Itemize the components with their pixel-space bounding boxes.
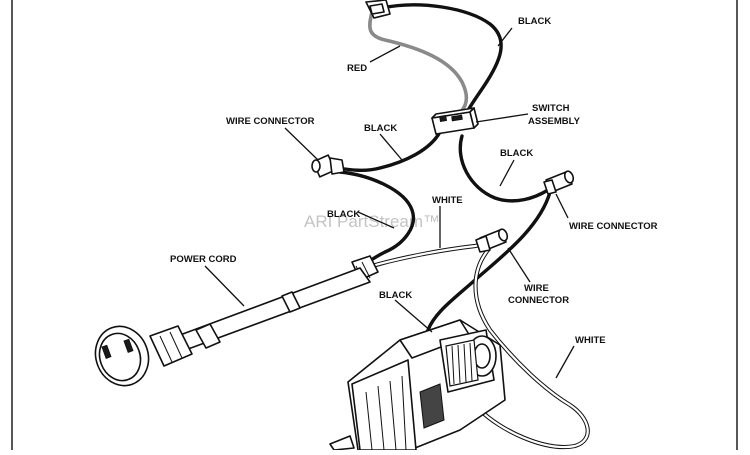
black-wire-switch-to-right-connector — [458, 134, 550, 203]
label-white-lower: WHITE — [575, 335, 606, 346]
red-wire — [368, 10, 469, 116]
motor-assembly — [329, 319, 506, 451]
leader-wire-connector-left — [284, 127, 319, 161]
label-power-cord: POWER CORD — [170, 254, 237, 265]
label-switch-2: ASSEMBLY — [528, 116, 581, 127]
white-wire-top — [370, 238, 494, 268]
leader-red — [369, 45, 401, 63]
white-wire-lower — [474, 248, 589, 449]
label-black-upper-mid: BLACK — [364, 123, 397, 134]
leader-wire-connector-right — [555, 193, 569, 219]
leader-black-lower — [394, 299, 433, 333]
leader-black-upper-mid — [379, 133, 403, 161]
leader-switch-assembly — [475, 113, 529, 123]
top-terminal-plug — [365, 0, 391, 19]
label-black-lower: BLACK — [379, 290, 412, 301]
wire-connector-right — [543, 170, 575, 195]
label-wire-connector-left: WIRE CONNECTOR — [226, 116, 315, 127]
label-black-right: BLACK — [500, 148, 533, 159]
label-white-top: WHITE — [432, 195, 463, 206]
label-wire-connector-mid-1: WIRE — [524, 283, 549, 294]
leader-white-lower — [555, 345, 575, 379]
leader-power-cord — [204, 265, 245, 307]
wire-connector-mid — [475, 228, 509, 253]
wire-connector-left — [311, 154, 345, 178]
black-wire-switch-to-left-connector — [336, 130, 442, 172]
label-wire-connector-right: WIRE CONNECTOR — [569, 221, 658, 232]
leader-black-top — [497, 27, 513, 47]
label-switch-1: SWITCH — [532, 103, 570, 114]
black-wire-to-cord — [338, 170, 416, 268]
label-black-top: BLACK — [518, 16, 551, 27]
switch-assembly — [431, 107, 479, 135]
label-wire-connector-mid-2: CONNECTOR — [508, 295, 569, 306]
leader-black-mid — [357, 211, 395, 229]
watermark: ARI PartStream™ — [304, 212, 440, 231]
power-cord — [94, 255, 379, 387]
leader-wire-connector-mid — [507, 247, 531, 283]
leader-black-right — [499, 159, 515, 187]
label-black-mid: BLACK — [327, 209, 360, 220]
label-red: RED — [347, 63, 367, 74]
